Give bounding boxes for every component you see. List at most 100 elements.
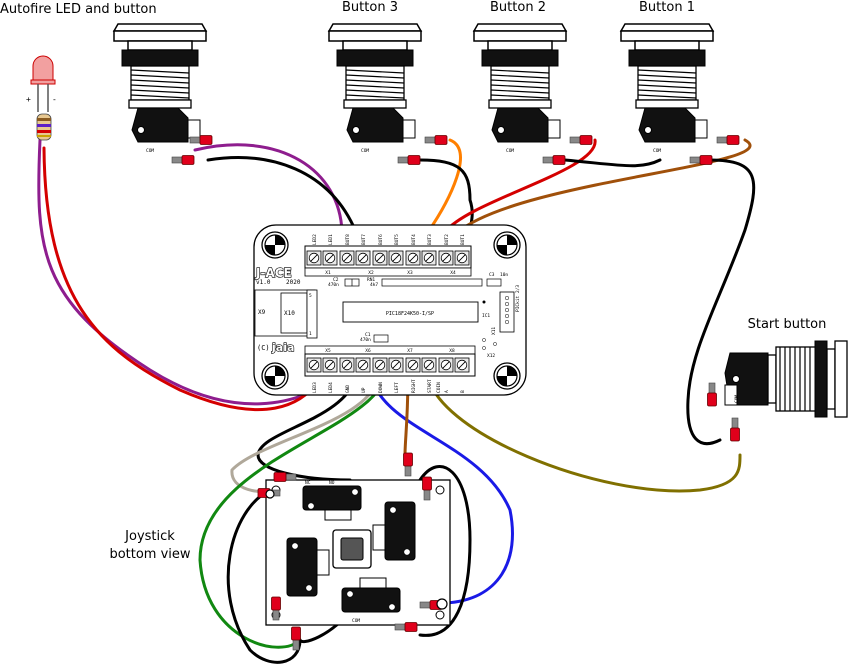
x10-label: X10: [284, 310, 295, 317]
start-connector-2: [730, 417, 740, 442]
c2-value: 470n: [328, 282, 339, 288]
orange-wire-button3: [426, 138, 462, 234]
pin-top-led2: LED2: [312, 234, 318, 245]
joy-connector-5: [271, 596, 281, 621]
joystick: NO NC COM: [257, 452, 451, 651]
joy-connector-1: [273, 472, 297, 482]
logo-label: jaia: [271, 341, 294, 354]
mount-hole-bl: [261, 362, 289, 390]
c1-label: C1: [365, 332, 371, 338]
version-label: v1.0: [256, 279, 271, 286]
sw-bottom-com: COM: [352, 618, 360, 624]
green-wire-joy: [198, 370, 388, 649]
start-button-label: Start button: [748, 317, 827, 332]
button2-connector-2: [542, 155, 566, 165]
red-wire-led: [42, 146, 327, 412]
joy-connector-3: [403, 452, 413, 477]
button1-connector-1: [716, 135, 740, 145]
c1-value: 470n: [360, 337, 371, 343]
red-wire-button2: [443, 138, 597, 234]
pin-top-but4: BUT4: [411, 234, 417, 245]
mount-hole-tr: [493, 231, 521, 259]
ic1-ref-label: IC1: [482, 313, 490, 319]
button2: COM: [473, 23, 567, 154]
connector-x3: X3: [407, 270, 413, 276]
sw-top-no: NO: [329, 480, 335, 486]
year-label: 2020: [286, 279, 301, 286]
connector-x2: X2: [368, 270, 374, 276]
button3-label: Button 3: [342, 0, 398, 15]
pin-top-but7: BUT7: [361, 234, 367, 245]
pin-bottom-up: UP: [361, 387, 367, 393]
c2-label: C2: [333, 277, 339, 283]
black-wire-joy-3: [226, 488, 302, 664]
black-wire-start: [686, 158, 756, 446]
autofire-connector-1: [189, 135, 213, 145]
pin-bottom-start: START: [427, 379, 433, 393]
wires: [37, 138, 756, 664]
black-wire-joy-2: [418, 465, 472, 637]
joy-connector-4: [422, 476, 432, 501]
black-wire-autofire: [206, 156, 358, 234]
x11-label: X11: [491, 327, 497, 335]
pin-top-but2: BUT2: [444, 234, 450, 245]
black-wire-button3: [418, 158, 474, 234]
pin-top-led1: LED1: [328, 234, 334, 245]
svg-text:COM: COM: [146, 148, 154, 154]
pin-bottom-gnd: GND: [345, 385, 351, 393]
connector-x8: X8: [449, 348, 455, 354]
start-connector-1: [707, 382, 717, 407]
autofire-button: COM: [113, 23, 207, 154]
button1-connector-2: [689, 155, 713, 165]
x10-pin-top: 5: [309, 293, 312, 299]
svg-text:COM: COM: [361, 148, 369, 154]
button2-connector-1: [569, 135, 593, 145]
x9-label: X9: [258, 309, 266, 316]
blue-wire-joy: [368, 370, 514, 605]
black-wire-button2: [563, 158, 662, 168]
led-plus-label: +: [26, 95, 31, 104]
pin-bottom-left: LEFT: [394, 382, 400, 393]
purple-wire-led: [37, 138, 347, 406]
button1-label: Button 1: [639, 0, 695, 15]
connector-x1: X1: [325, 270, 331, 276]
button3-connector-2: [397, 155, 421, 165]
x10-pin-bottom: 1: [309, 331, 312, 337]
pin-bottom-a: A: [444, 390, 450, 393]
pin-bottom-led3: LED3: [312, 382, 318, 393]
svg-text:COM: COM: [734, 395, 740, 403]
button3-connector-1: [424, 135, 448, 145]
c3-label: C3: [489, 272, 495, 278]
led-minus-label: -: [52, 95, 57, 104]
connector-x7: X7: [407, 348, 413, 354]
start-button: COM: [724, 340, 848, 418]
brown-wire-button1: [456, 138, 752, 234]
connector-x5: X5: [325, 348, 331, 354]
connector-x6: X6: [365, 348, 371, 354]
mount-hole-tl: [261, 231, 289, 259]
olive-wire-start: [426, 370, 742, 493]
autofire-label: Autofire LED and button: [0, 2, 157, 17]
brand-label: J-ACE: [255, 266, 292, 280]
joystick-sublabel: bottom view: [109, 547, 190, 562]
pin-top-but5: BUT5: [394, 234, 400, 245]
mount-hole-br: [493, 362, 521, 390]
rn1-label: RN1: [367, 277, 375, 283]
button1: COM: [620, 23, 714, 154]
autofire-led: + -: [26, 55, 57, 112]
autofire-connector-2: [171, 155, 195, 165]
pickit-label: PICkit 2/3: [515, 285, 521, 312]
svg-text:COM: COM: [506, 148, 514, 154]
copyright-label: (C): [257, 344, 270, 352]
x12-label: X12: [487, 353, 495, 359]
sw-top-nc: NC: [305, 480, 311, 486]
svg-text:COM: COM: [653, 148, 661, 154]
grey-wire-joy: [230, 370, 380, 494]
pin-bottom-led4: LED4: [328, 382, 334, 393]
pin-top-but1: BUT1: [460, 234, 466, 245]
pin-bottom-b: B: [460, 390, 466, 393]
joy-connector-6: [291, 626, 301, 651]
purple-wire-autofire: [193, 143, 344, 234]
